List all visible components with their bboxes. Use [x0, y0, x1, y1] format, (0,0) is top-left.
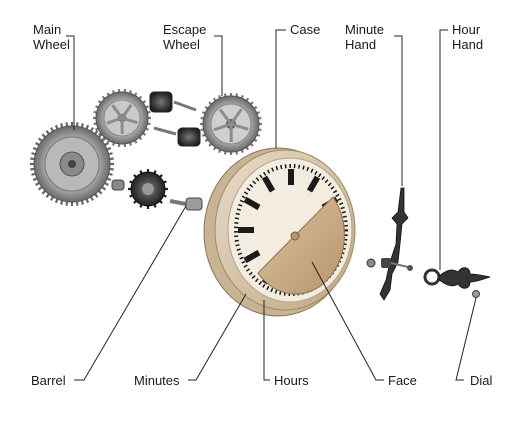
leader-hours	[263, 300, 270, 381]
minutes-ring	[234, 164, 348, 296]
label-escape-wheel-line1: Escape	[163, 22, 207, 37]
leader-main-wheel	[66, 35, 75, 130]
pinion-upper	[149, 91, 197, 113]
label-hours: Hours	[274, 373, 309, 388]
clock-face	[257, 196, 345, 295]
hour-hand-part	[423, 267, 491, 289]
leader-escape-wheel	[214, 35, 223, 96]
label-main-wheel-line1: Main	[33, 22, 62, 37]
gear-spoke	[229, 108, 243, 125]
leader-minute-hand	[394, 35, 403, 186]
label-hour-hand-line1: Hour	[452, 22, 481, 37]
label-minute-hand-line2: Hand	[345, 37, 377, 52]
label-hour-hand-line2: Hand	[452, 37, 484, 52]
label-minutes: Minutes	[134, 373, 180, 388]
hour-marker	[238, 227, 254, 233]
leader-case	[275, 29, 286, 148]
label-main-wheel: Main Wheel	[33, 22, 70, 52]
leader-barrel	[74, 205, 187, 381]
pinion-lower	[153, 126, 201, 147]
gear-spoke	[111, 104, 124, 119]
leader-dial	[455, 297, 477, 381]
hour-marker	[261, 175, 276, 193]
label-case: Case	[290, 22, 321, 37]
intermediate-wheel-gear	[93, 89, 151, 147]
hour-marker	[288, 169, 294, 185]
hour-marker	[243, 196, 261, 211]
hour-marker	[306, 175, 321, 193]
label-barrel: Barrel	[31, 373, 66, 388]
gear-spoke	[213, 122, 232, 132]
gear-spoke	[121, 116, 138, 125]
label-minute-hand-line1: Minute	[345, 22, 385, 37]
minute-hand-part	[366, 187, 413, 301]
leader-minutes	[188, 293, 247, 381]
gear-spoke	[120, 104, 133, 119]
barrel-part	[169, 197, 203, 211]
escape-wheel-gear	[200, 93, 262, 155]
dial-screw	[472, 290, 480, 298]
label-hour-hand: Hour Hand	[452, 22, 483, 52]
main-wheel-gear	[30, 122, 114, 206]
minute-pinion-gear	[111, 169, 168, 209]
leader-face	[311, 261, 384, 381]
label-dial: Dial	[470, 373, 493, 388]
gear-spoke	[230, 122, 249, 131]
leader-lines	[66, 29, 477, 381]
label-escape-wheel-line2: Wheel	[163, 37, 200, 52]
label-face: Face	[388, 373, 417, 388]
gear-spoke	[219, 108, 233, 125]
label-minute-hand: Minute Hand	[345, 22, 384, 52]
hour-marker	[243, 249, 261, 264]
label-escape-wheel: Escape Wheel	[163, 22, 206, 52]
gear-spoke	[106, 116, 123, 125]
label-main-wheel-line2: Wheel	[33, 37, 70, 52]
leader-hour-hand	[439, 29, 448, 270]
